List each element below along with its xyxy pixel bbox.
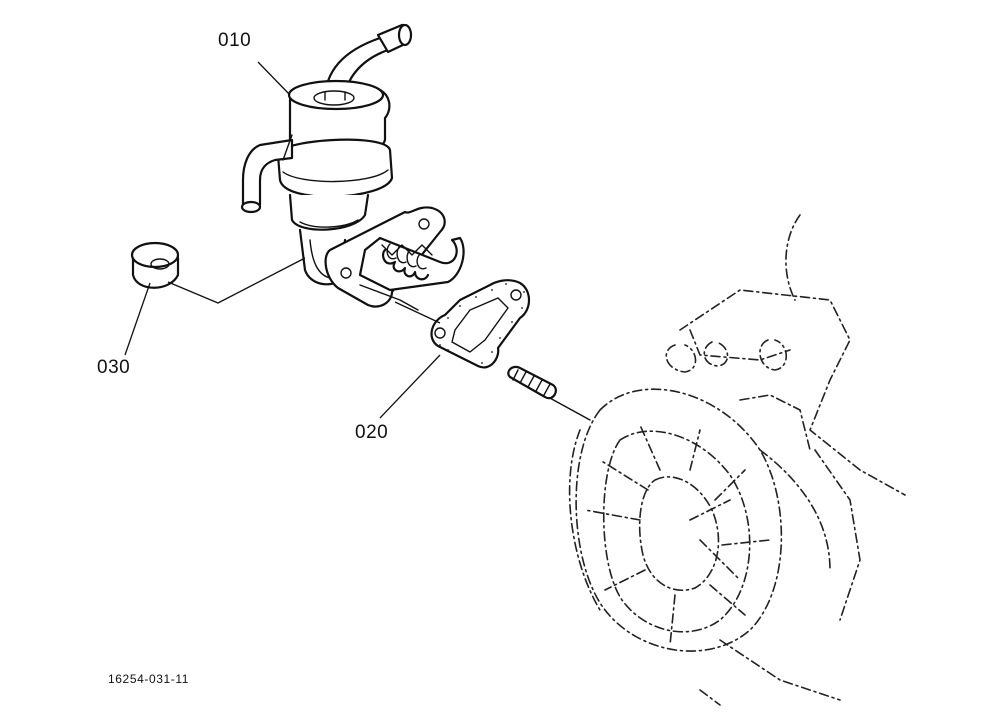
engine-block: [568, 214, 906, 706]
gasket: [430, 279, 531, 369]
callout-010: 010: [218, 30, 252, 51]
drawing-number: 16254-031-11: [108, 672, 190, 686]
fuel-pump: [240, 23, 465, 311]
callout-020: 020: [355, 422, 389, 443]
callout-030: 030: [97, 357, 131, 378]
stud-bolt: [507, 365, 591, 421]
leader-lines: [124, 61, 441, 419]
washer: [130, 241, 180, 289]
